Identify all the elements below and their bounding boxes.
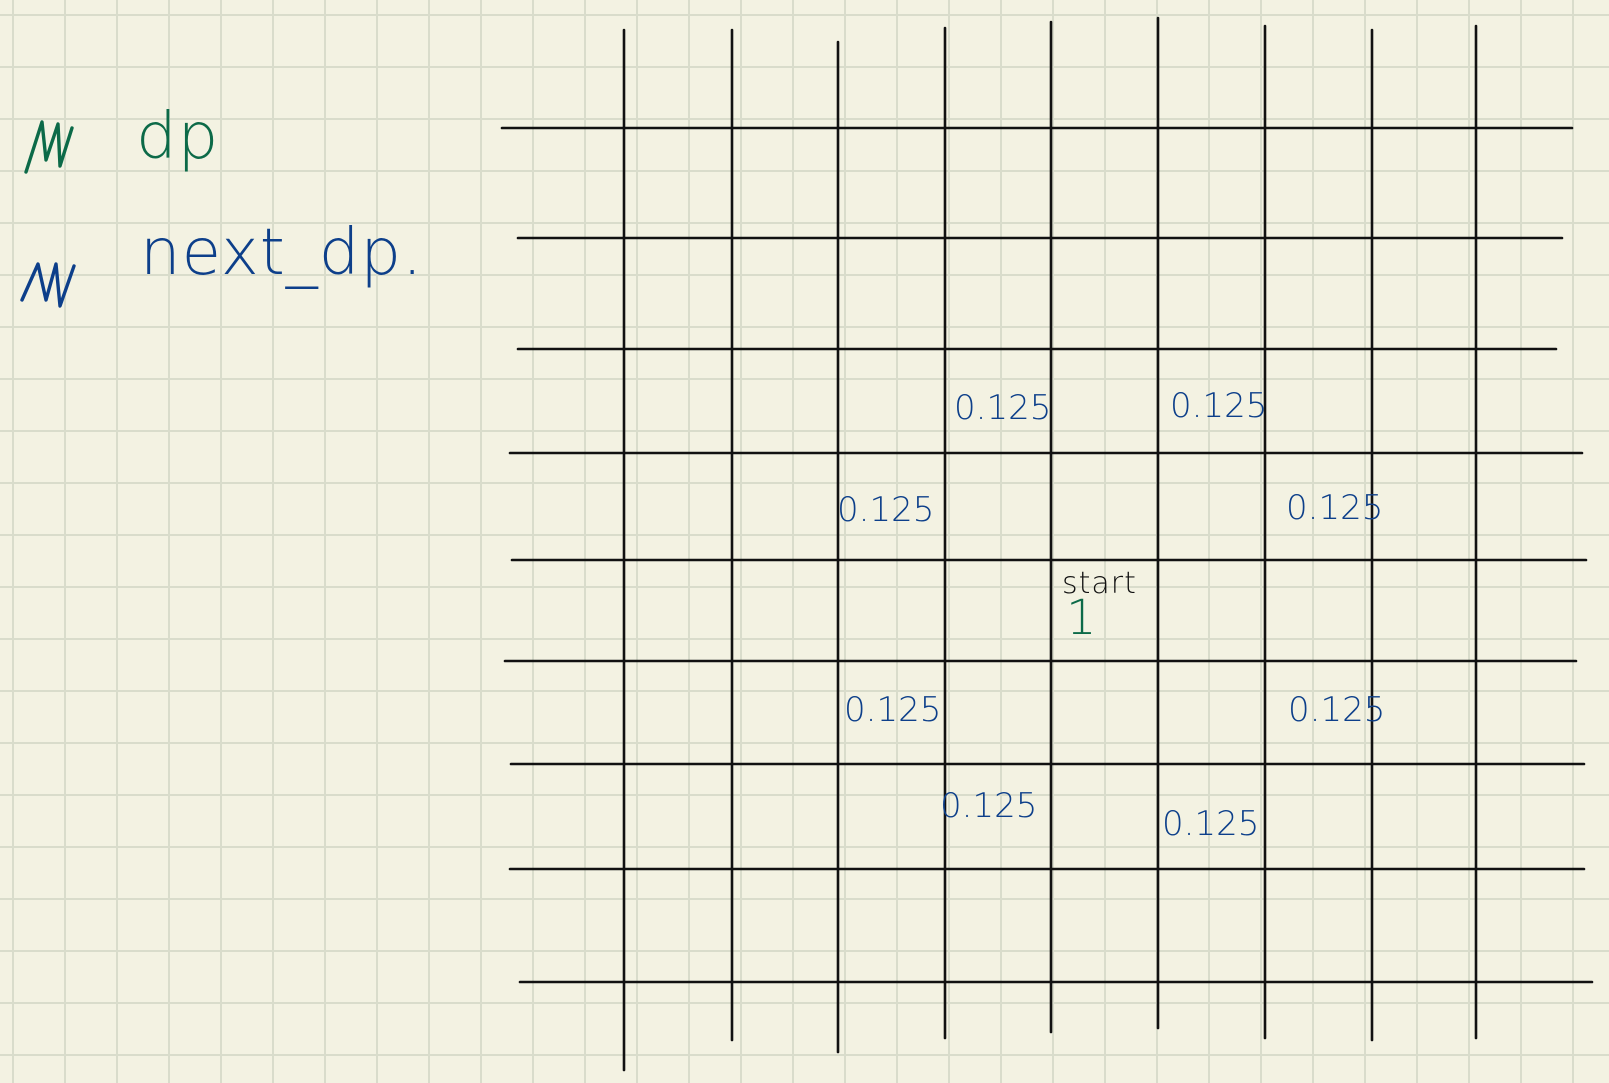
legend-marker-next-dp [20, 262, 76, 308]
cell-value: 0.125 [1162, 804, 1260, 844]
cell-value: 0.125 [940, 786, 1038, 826]
cell-value: 0.125 [837, 490, 935, 530]
cell-value: 0.125 [1288, 690, 1386, 730]
legend-marker-dp [24, 120, 74, 174]
legend-label-dp: dp [136, 100, 220, 174]
legend-label-next-dp: next_dp. [140, 216, 424, 290]
start-value: 1 [1066, 590, 1098, 646]
cell-value: 0.125 [1286, 488, 1384, 528]
cell-value: 0.125 [844, 690, 942, 730]
start-label: start [1062, 566, 1137, 601]
cell-value: 0.125 [954, 388, 1052, 428]
cell-value: 0.125 [1170, 386, 1268, 426]
